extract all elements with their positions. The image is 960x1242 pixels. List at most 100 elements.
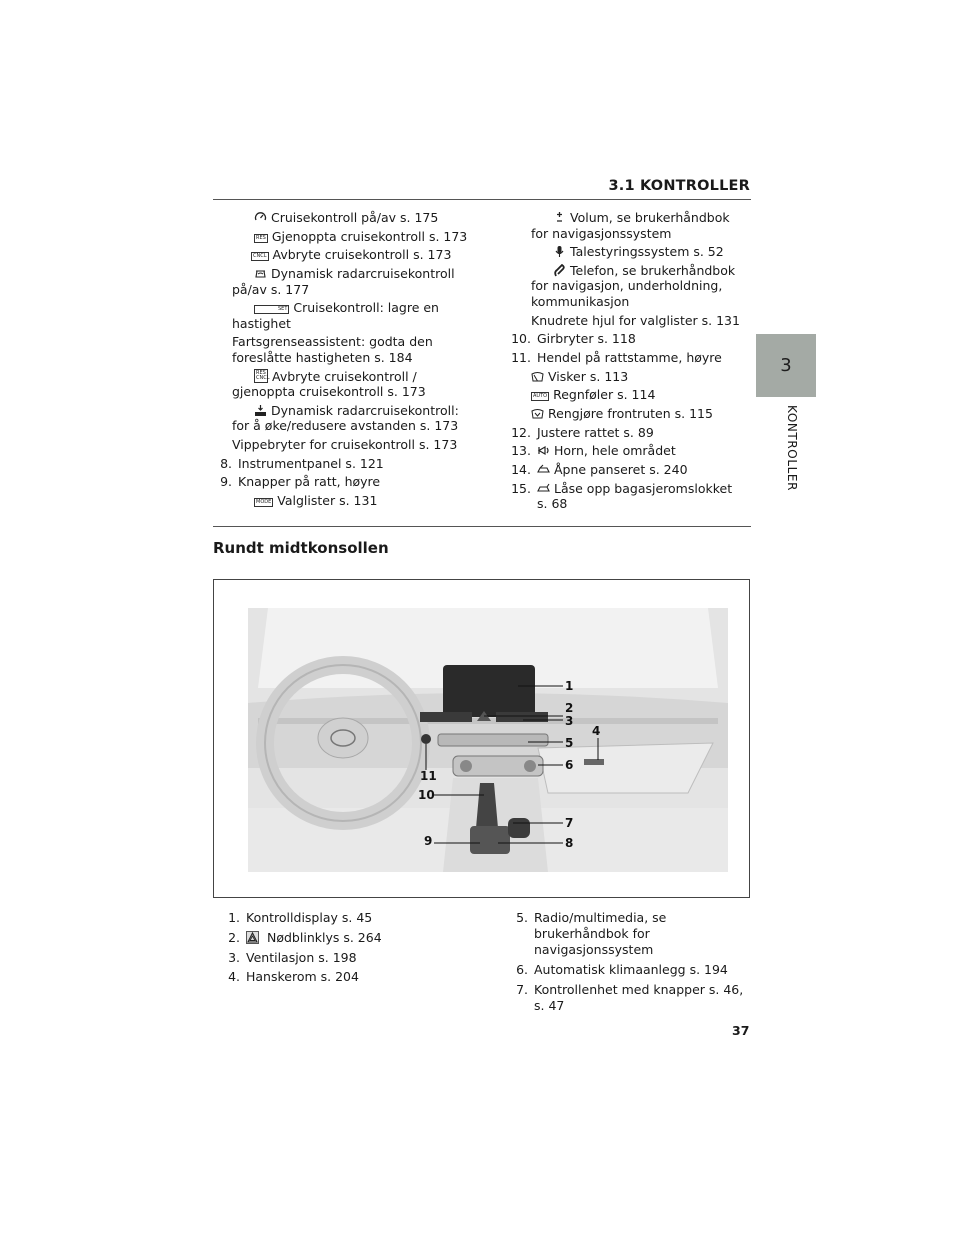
figure-label: 5 bbox=[565, 736, 573, 750]
section-heading: Rundt midtkonsollen bbox=[213, 539, 389, 557]
item-text: Hanskerom s. 204 bbox=[246, 969, 359, 985]
list-item: 13. Horn, hele området bbox=[505, 443, 744, 459]
figure-label: 11 bbox=[420, 769, 437, 783]
figure-label: 10 bbox=[418, 788, 435, 802]
microphone-icon bbox=[555, 246, 564, 258]
figure-label: 8 bbox=[565, 836, 573, 850]
item-text: Avbryte cruisekontroll s. 173 bbox=[272, 247, 452, 263]
figure-label: 3 bbox=[565, 714, 573, 728]
item-text: Ventilasjon s. 198 bbox=[246, 949, 357, 965]
volume-icon bbox=[557, 212, 562, 222]
item-text: Automatisk klimaanlegg s. 194 bbox=[534, 961, 728, 977]
list-item: Dynamisk radarcruisekontroll: for å øke/… bbox=[222, 403, 477, 434]
item-text: Dynamisk radarcruisekontroll: for å øke/… bbox=[232, 402, 459, 434]
distance-icon bbox=[255, 404, 266, 416]
figure-label: 4 bbox=[592, 724, 600, 738]
item-text: Vippebryter for cruisekontroll s. 173 bbox=[232, 437, 458, 452]
list-item: 12. Justere rattet s. 89 bbox=[505, 425, 744, 441]
caption-item: 6. Automatisk klimaanlegg s. 194 bbox=[512, 962, 750, 978]
item-text: Girbryter s. 118 bbox=[537, 331, 636, 347]
item-number: 1. bbox=[228, 910, 240, 925]
item-number: 10. bbox=[511, 331, 531, 347]
chapter-label-wrap: KONTROLLER bbox=[785, 405, 799, 495]
item-number: 7. bbox=[516, 981, 528, 997]
item-text: Åpne panseret s. 240 bbox=[554, 462, 688, 478]
list-item: Talestyringssystem s. 52 bbox=[509, 244, 744, 260]
item-number: 3. bbox=[228, 949, 240, 965]
cncl-icon: CNCL bbox=[251, 252, 269, 262]
list-item: 15. Låse opp bagasjeromslokket s. 68 bbox=[505, 481, 744, 512]
hood-icon bbox=[537, 464, 550, 473]
item-text: Cruisekontroll: lagre en hastighet bbox=[232, 300, 439, 331]
figure-label: 2 bbox=[565, 701, 573, 715]
caption-item: 5.Radio/multimedia, se brukerhåndbok for… bbox=[512, 910, 750, 958]
mode-icon: MODE bbox=[254, 498, 274, 508]
cruise-control-icon bbox=[254, 212, 267, 221]
item-text: Låse opp bagasjeromslokket s. 68 bbox=[537, 480, 733, 512]
item-text: Kontrolldisplay s. 45 bbox=[246, 910, 373, 925]
chapter-label: KONTROLLER bbox=[785, 405, 799, 492]
figure-label: 9 bbox=[424, 834, 432, 848]
header-rule bbox=[213, 199, 751, 200]
item-number: 9. bbox=[220, 474, 232, 490]
section-rule bbox=[213, 526, 751, 527]
item-text: Hendel på rattstamme, høyre bbox=[537, 349, 722, 365]
item-text: Telefon, se brukerhåndbok for navigasjon… bbox=[531, 262, 736, 309]
figure-label: 1 bbox=[565, 679, 573, 693]
list-item: Dynamisk radarcruisekontroll på/av s. 17… bbox=[222, 266, 477, 297]
item-number: 2. bbox=[228, 929, 240, 945]
item-number: 4. bbox=[228, 969, 240, 985]
caption-item: 3. Ventilasjon s. 198 bbox=[224, 950, 484, 966]
item-number: 11. bbox=[511, 349, 531, 365]
list-item: 8.Instrumentpanel s. 121 bbox=[206, 456, 477, 472]
right-column: Volum, se brukerhåndbok for navigasjonss… bbox=[509, 210, 744, 515]
item-number: 12. bbox=[511, 424, 531, 440]
list-item: Volum, se brukerhåndbok for navigasjonss… bbox=[509, 210, 744, 241]
item-number: 15. bbox=[511, 480, 531, 496]
figure-label: 6 bbox=[565, 758, 573, 772]
caption-item: 4. Hanskerom s. 204 bbox=[224, 969, 484, 985]
res-icon: RES bbox=[254, 233, 268, 243]
item-text: Kontrollenhet med knapper s. 46, s. 47 bbox=[534, 981, 744, 1013]
caption-item: 2. Nødblinklys s. 264 bbox=[224, 930, 484, 946]
phone-icon bbox=[554, 263, 565, 277]
item-text: Knudrete hjul for valglister s. 131 bbox=[531, 312, 740, 328]
auto-icon: AUTO bbox=[531, 392, 550, 402]
res-cncl-icon: RES CNCL bbox=[254, 368, 270, 383]
caption-right: 5.Radio/multimedia, se brukerhåndbok for… bbox=[512, 910, 750, 1017]
caption-left: 1. Kontrolldisplay s. 45 2. Nødblinklys s.… bbox=[224, 910, 484, 989]
dashboard-illustration: 1 2 3 4 5 6 7 8 9 10 11 bbox=[248, 608, 728, 872]
item-text: Gjenoppta cruisekontroll s. 173 bbox=[271, 228, 468, 244]
list-item: Visker s. 113 bbox=[509, 369, 744, 385]
caption-item: 7. Kontrollenhet med knapper s. 46, s. 47 bbox=[512, 982, 750, 1014]
item-text: Avbryte cruisekontroll / gjenoppta cruis… bbox=[232, 368, 426, 400]
item-text: Cruisekontroll på/av s. 175 bbox=[271, 210, 439, 225]
list-item: Vippebryter for cruisekontroll s. 173 bbox=[222, 437, 477, 453]
item-text: Instrumentpanel s. 121 bbox=[238, 455, 384, 471]
chapter-number: 3 bbox=[780, 355, 792, 376]
item-number: 6. bbox=[516, 961, 528, 977]
item-text: Nødblinklys s. 264 bbox=[267, 929, 382, 945]
caption-item: 1. Kontrolldisplay s. 45 bbox=[224, 910, 484, 926]
list-item: Rengjøre frontruten s. 115 bbox=[509, 406, 744, 422]
washer-icon bbox=[531, 409, 544, 419]
wiper-icon bbox=[531, 371, 544, 382]
item-number: 5. bbox=[516, 910, 528, 925]
list-item: Cruisekontroll på/av s. 175 bbox=[222, 210, 477, 226]
item-text: Justere rattet s. 89 bbox=[537, 424, 654, 440]
set-icon: SET bbox=[254, 305, 290, 315]
list-item: 10. Girbryter s. 118 bbox=[505, 331, 744, 347]
item-number: 13. bbox=[511, 443, 531, 459]
radar-cruise-icon bbox=[255, 270, 266, 278]
list-item: 14.Åpne panseret s. 240 bbox=[505, 462, 744, 478]
figure-label: 7 bbox=[565, 816, 573, 830]
list-item: Knudrete hjul for valglister s. 131 bbox=[509, 313, 744, 329]
item-text: Fartsgrenseassistent: godta den foreslåt… bbox=[232, 334, 433, 365]
item-text: Horn, hele området bbox=[554, 443, 676, 459]
